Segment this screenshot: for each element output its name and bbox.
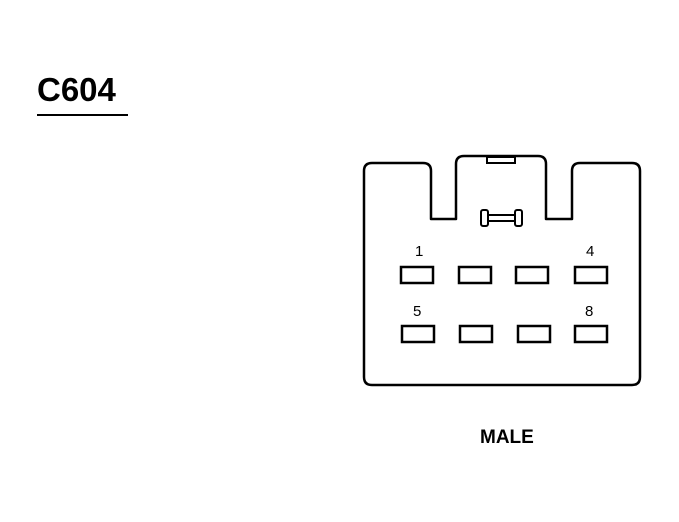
connector-title: C604 (37, 70, 128, 116)
pin-cavity-2 (457, 265, 493, 285)
pin-cavity-4 (573, 265, 609, 285)
pin-cavity-6 (458, 324, 494, 344)
locking-tab (486, 156, 516, 164)
pin-cavity-3 (514, 265, 550, 285)
pin-label-4: 4 (586, 243, 595, 260)
pin-label-8: 8 (585, 303, 594, 320)
pin-cavity-5 (400, 324, 436, 344)
pin-cavity-1 (399, 265, 435, 285)
pin-cavity-7 (516, 324, 552, 344)
connector-view-label: MALE (480, 427, 534, 448)
pin-cavity-8 (573, 324, 609, 344)
polarization-key (480, 209, 523, 227)
pin-label-1: 1 (415, 243, 424, 260)
connector-housing-outline (362, 154, 642, 387)
pin-label-5: 5 (413, 303, 422, 320)
